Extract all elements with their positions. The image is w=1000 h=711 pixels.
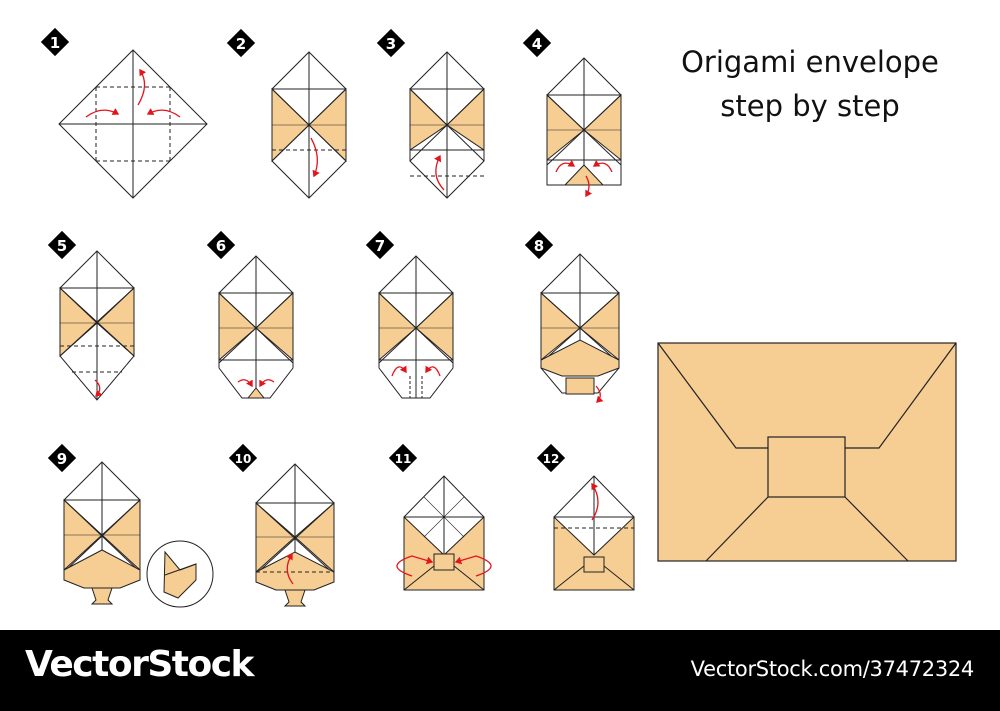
step-badge: 5 bbox=[47, 230, 77, 260]
step-badge: 3 bbox=[376, 28, 406, 58]
svg-text:4: 4 bbox=[532, 35, 542, 53]
step-9: 9 bbox=[47, 443, 214, 608]
fold-arrow bbox=[595, 385, 604, 403]
svg-text:7: 7 bbox=[375, 237, 385, 255]
fold-arrows bbox=[237, 379, 275, 388]
svg-text:1: 1 bbox=[50, 34, 60, 52]
step-badge: 7 bbox=[365, 230, 395, 260]
step-badge: 10 bbox=[228, 443, 258, 473]
paper-diagram bbox=[409, 51, 485, 199]
square-paper-diagram bbox=[58, 49, 208, 199]
step-10: 10 bbox=[228, 443, 335, 607]
fold-arrow bbox=[94, 379, 103, 397]
stock-id: VectorStock.com/37472324 bbox=[690, 657, 975, 681]
step-12: 12 bbox=[536, 443, 635, 591]
fold-arrows bbox=[555, 159, 613, 198]
paper-diagram bbox=[540, 253, 620, 395]
brand-logo: VectorStock bbox=[25, 644, 255, 685]
paper-diagram bbox=[255, 463, 335, 607]
fold-arrow bbox=[285, 552, 294, 585]
step-8: 8 bbox=[524, 230, 620, 403]
paper-diagram bbox=[271, 51, 347, 199]
title-line-2: step by step bbox=[720, 89, 900, 123]
step-badge: 11 bbox=[388, 443, 418, 473]
paper-diagram bbox=[59, 250, 135, 401]
instruction-diagram: 1 2 bbox=[40, 27, 957, 608]
paper-diagram bbox=[218, 255, 294, 399]
footer-bar: VectorStock VectorStock.com/37472324 bbox=[0, 630, 1000, 711]
svg-text:11: 11 bbox=[395, 452, 412, 466]
step-badge: 4 bbox=[522, 28, 552, 58]
detail-zoom-circle bbox=[146, 540, 214, 608]
step-7: 7 bbox=[365, 230, 454, 399]
svg-text:12: 12 bbox=[543, 452, 560, 466]
fold-arrows bbox=[85, 68, 181, 118]
step-badge: 1 bbox=[40, 27, 70, 57]
paper-diagram bbox=[546, 57, 622, 186]
finished-envelope bbox=[657, 342, 957, 562]
step-1: 1 bbox=[40, 27, 208, 199]
step-badge: 9 bbox=[47, 443, 77, 473]
paper-diagram bbox=[63, 461, 141, 605]
step-badge: 6 bbox=[206, 230, 236, 260]
fold-arrow bbox=[434, 154, 445, 191]
paper-diagram bbox=[378, 255, 454, 399]
step-3: 3 bbox=[376, 28, 485, 199]
fold-arrow bbox=[310, 137, 320, 178]
svg-text:2: 2 bbox=[236, 35, 246, 53]
svg-text:6: 6 bbox=[216, 237, 226, 255]
paper-diagram bbox=[553, 475, 635, 591]
step-11: 11 bbox=[388, 443, 492, 591]
svg-text:9: 9 bbox=[57, 450, 67, 468]
paper-diagram bbox=[403, 475, 485, 591]
step-badge: 12 bbox=[536, 443, 566, 473]
svg-text:5: 5 bbox=[57, 237, 67, 255]
fold-arrows bbox=[391, 365, 441, 377]
svg-text:10: 10 bbox=[235, 452, 252, 466]
svg-text:3: 3 bbox=[386, 35, 396, 53]
step-5: 5 bbox=[47, 230, 135, 401]
step-badge: 8 bbox=[524, 230, 554, 260]
step-6: 6 bbox=[206, 230, 294, 399]
page-title: Origami envelope step by step bbox=[640, 40, 980, 128]
step-2: 2 bbox=[226, 28, 347, 199]
title-line-1: Origami envelope bbox=[681, 45, 939, 79]
step-badge: 2 bbox=[226, 28, 256, 58]
fold-arrow bbox=[591, 482, 599, 521]
svg-text:8: 8 bbox=[534, 237, 544, 255]
fold-arrows bbox=[396, 555, 492, 577]
step-4: 4 bbox=[522, 28, 622, 198]
